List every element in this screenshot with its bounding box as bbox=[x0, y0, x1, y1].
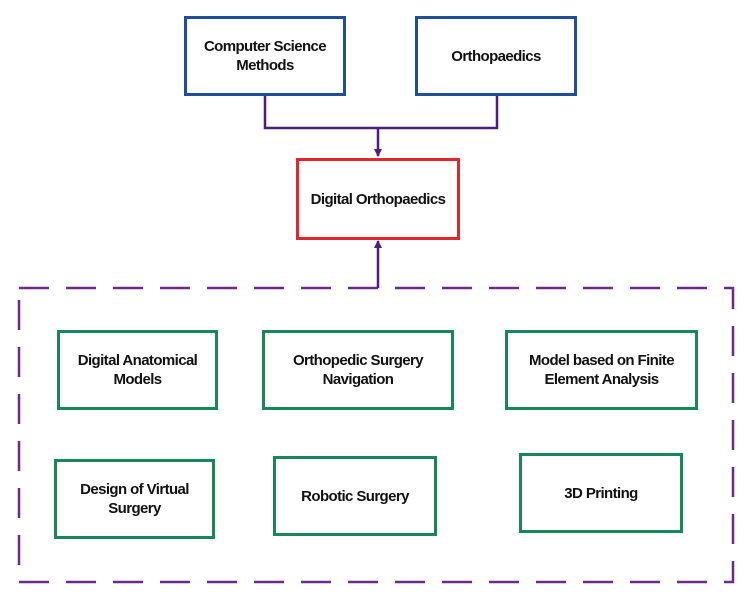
orthopedic-surgery-navigation-box: Orthopedic Surgery Navigation bbox=[262, 330, 454, 410]
3d-printing-box: 3D Printing bbox=[519, 453, 683, 533]
digital-orthopaedics-box: Digital Orthopaedics bbox=[296, 158, 460, 240]
orthopaedics-box: Orthopaedics bbox=[415, 16, 577, 96]
digital-anatomical-models-box: Digital Anatomical Models bbox=[57, 330, 218, 410]
computer-science-methods-box: Computer Science Methods bbox=[184, 16, 346, 96]
merge-connector bbox=[263, 96, 499, 130]
finite-element-analysis-box: Model based on Finite Element Analysis bbox=[505, 330, 698, 410]
design-of-virtual-surgery-box: Design of Virtual Surgery bbox=[54, 459, 215, 539]
research-areas-group bbox=[17, 286, 735, 584]
robotic-surgery-box: Robotic Surgery bbox=[273, 456, 437, 536]
